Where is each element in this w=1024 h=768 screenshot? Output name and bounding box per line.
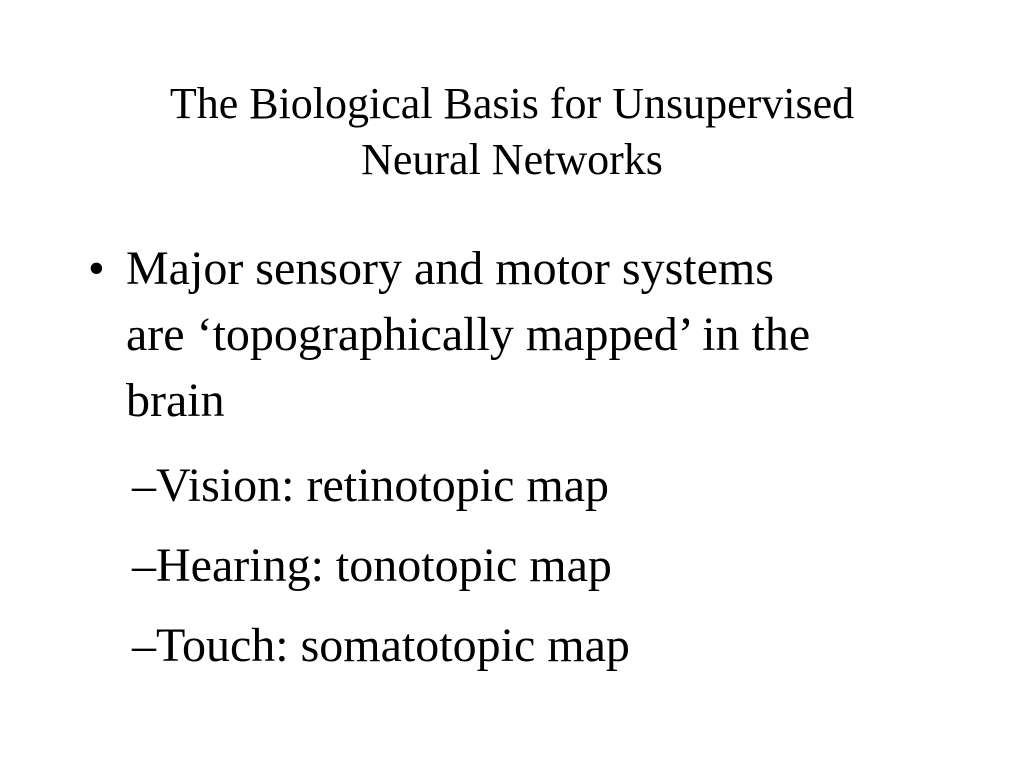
- sub-item-hearing: –Hearing: tonotopic map: [132, 536, 892, 596]
- slide-title-line-2: Neural Networks: [361, 135, 663, 184]
- bullet-text-line-1: Major sensory and motor systems: [126, 242, 774, 295]
- sub-item-vision: –Vision: retinotopic map: [132, 456, 892, 516]
- sub-item-text: Vision: retinotopic map: [156, 459, 610, 512]
- bullet-text-line-3: brain: [126, 374, 225, 427]
- bullet-text-line-2: are ‘topographically mapped’ in the: [126, 308, 811, 361]
- sub-item-marker: –: [132, 539, 156, 592]
- slide-title: The Biological Basis for Unsupervised Ne…: [60, 76, 964, 188]
- sub-item-text: Hearing: tonotopic map: [156, 539, 612, 592]
- sub-item-text: Touch: somatotopic map: [156, 619, 630, 672]
- slide-title-line-1: The Biological Basis for Unsupervised: [169, 79, 855, 128]
- bullet-text: Major sensory and motor systems are ‘top…: [126, 236, 956, 434]
- sub-item-marker: –: [132, 619, 156, 672]
- sub-item-touch: –Touch: somatotopic map: [132, 616, 892, 676]
- sub-item-marker: –: [132, 459, 156, 512]
- bullet-marker: •: [88, 242, 105, 295]
